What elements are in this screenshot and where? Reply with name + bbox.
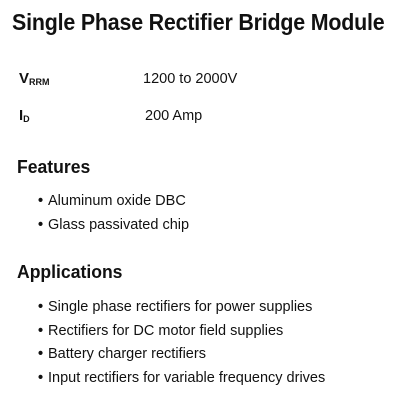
bullet-icon: • [38, 216, 44, 233]
list-item: •Rectifiers for DC motor field supplies [38, 322, 284, 339]
list-item: •Single phase rectifiers for power suppl… [38, 299, 313, 315]
bullet-icon: • [38, 322, 44, 339]
spec-symbol-vrrm: VRRM [19, 70, 50, 87]
list-item: •Glass passivated chip [38, 216, 190, 233]
list-item: •Battery charger rectifiers [38, 346, 206, 362]
list-item: •Aluminum oxide DBC [38, 193, 186, 209]
applications-list: •Single phase rectifiers for power suppl… [38, 297, 325, 391]
list-item: •Input rectifiers for variable frequency… [38, 369, 326, 386]
applications-heading: Applications [17, 261, 123, 282]
spec-row-vrrm: VRRM 1200 to 2000V [19, 70, 237, 87]
features-heading: Features [17, 156, 91, 177]
page-title: Single Phase Rectifier Bridge Module [12, 9, 385, 35]
features-list: •Aluminum oxide DBC •Glass passivated ch… [38, 191, 189, 238]
spec-row-id: ID 200 Amp [19, 107, 202, 124]
bullet-icon: • [38, 346, 44, 362]
spec-symbol-id: ID [19, 107, 30, 124]
spec-value-id: 200 Amp [145, 108, 203, 124]
bullet-icon: • [38, 299, 44, 315]
bullet-icon: • [38, 193, 44, 209]
spec-value-vrrm: 1200 to 2000V [143, 71, 238, 87]
bullet-icon: • [38, 369, 44, 386]
